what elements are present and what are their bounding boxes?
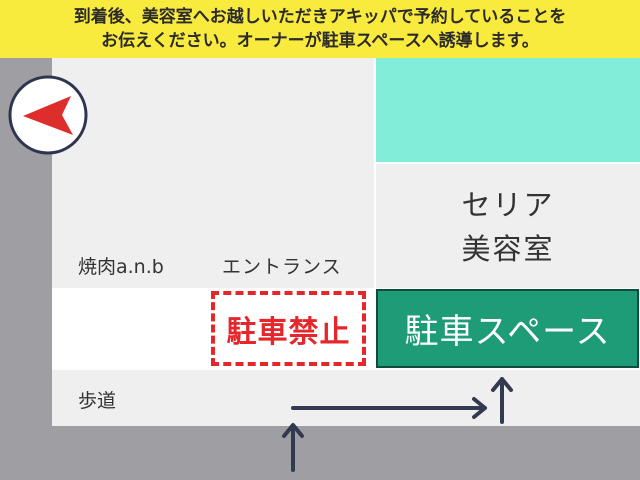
parking-space-label: 駐車スペース bbox=[404, 312, 611, 352]
instruction-banner: 到着後、美容室へお越しいただきアキッパで予約していることを お伝えください。オー… bbox=[0, 0, 640, 58]
no-parking-zone: 駐車禁止 bbox=[211, 291, 366, 366]
north-arrow-icon bbox=[8, 75, 88, 155]
road-bottom bbox=[0, 426, 640, 480]
sidewalk-area bbox=[52, 370, 640, 426]
building-right-upper bbox=[376, 58, 640, 163]
instruction-line-1: 到着後、美容室へお越しいただきアキッパで予約していることを bbox=[73, 7, 567, 27]
building-divider bbox=[374, 58, 376, 288]
salon-divider bbox=[376, 162, 640, 164]
salon-label: セリア 美容室 bbox=[376, 183, 640, 271]
salon-name: セリア bbox=[461, 188, 555, 222]
entrance-label: エントランス bbox=[222, 256, 342, 278]
sidewalk-label: 歩道 bbox=[78, 390, 117, 412]
route-arrow-icon bbox=[282, 423, 304, 472]
instruction-line-2: お伝えください。オーナーが駐車スペースへ誘導します。 bbox=[101, 31, 539, 51]
salon-building bbox=[376, 163, 640, 288]
yakiniku-shop-label: 焼肉a.n.b bbox=[78, 256, 164, 278]
salon-type: 美容室 bbox=[461, 232, 555, 266]
building-left bbox=[52, 58, 374, 288]
route-arrow-icon bbox=[491, 377, 513, 424]
route-arrow-icon bbox=[291, 397, 487, 419]
parking-space: 駐車スペース bbox=[376, 289, 639, 368]
no-parking-label: 駐車禁止 bbox=[226, 314, 351, 350]
